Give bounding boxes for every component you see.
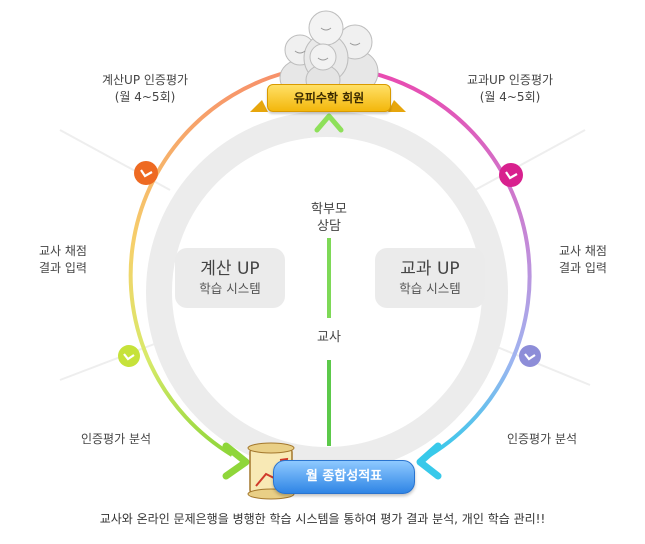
member-badge: 유피수학 회원	[267, 84, 391, 112]
right-top-label-line1: 교과UP 인증평가	[466, 73, 554, 87]
teacher-label: 교사	[317, 330, 341, 345]
subject-up-subtitle: 학습 시스템	[399, 281, 461, 296]
right-top-label-line2: (월 4~5회)	[479, 90, 541, 104]
center-arrow	[314, 113, 344, 446]
left-mid-label-line2: 결과 입력	[39, 261, 87, 275]
right-top-label: 교과UP 인증평가 (월 4~5회)	[455, 72, 565, 106]
calc-up-system-box: 계산 UP 학습 시스템	[175, 248, 285, 308]
parent-consult-line2: 상담	[317, 219, 341, 234]
subject-up-title: 교과 UP	[400, 259, 460, 279]
check-node-left-bottom	[118, 345, 140, 367]
left-top-label: 계산UP 인증평가 (월 4~5회)	[90, 72, 200, 106]
left-arc	[128, 70, 289, 457]
parent-consult-label: 학부모 상담	[299, 201, 359, 235]
subject-up-system-box: 교과 UP 학습 시스템	[375, 248, 485, 308]
left-mid-label-line1: 교사 채점	[39, 244, 87, 258]
monthly-report-badge: 월 종합성적표	[273, 460, 415, 494]
bottom-caption: 교사와 온라인 문제은행을 병행한 학습 시스템을 통하여 평가 결과 분석, …	[99, 512, 546, 526]
check-node-right-bottom	[519, 345, 541, 367]
left-top-label-line1: 계산UP 인증평가	[101, 73, 189, 87]
right-bottom-label: 인증평가 분석	[506, 432, 578, 446]
left-top-label-line2: (월 4~5회)	[114, 90, 176, 104]
calc-up-title: 계산 UP	[200, 259, 260, 279]
check-node-left-top	[134, 161, 158, 185]
right-arc	[367, 70, 532, 457]
left-mid-label: 교사 채점 결과 입력	[28, 243, 98, 277]
right-mid-label-line2: 결과 입력	[559, 261, 607, 275]
right-mid-label: 교사 채점 결과 입력	[548, 243, 618, 277]
members-icon	[279, 10, 379, 97]
check-node-right-top	[499, 163, 523, 187]
left-arrowhead	[222, 442, 250, 480]
calc-up-subtitle: 학습 시스템	[199, 281, 261, 296]
right-mid-label-line1: 교사 채점	[559, 244, 607, 258]
right-arrowhead	[416, 442, 442, 480]
top-badge-ribbon	[250, 100, 406, 112]
left-bottom-label: 인증평가 분석	[80, 432, 152, 446]
parent-consult-line1: 학부모	[311, 202, 347, 217]
